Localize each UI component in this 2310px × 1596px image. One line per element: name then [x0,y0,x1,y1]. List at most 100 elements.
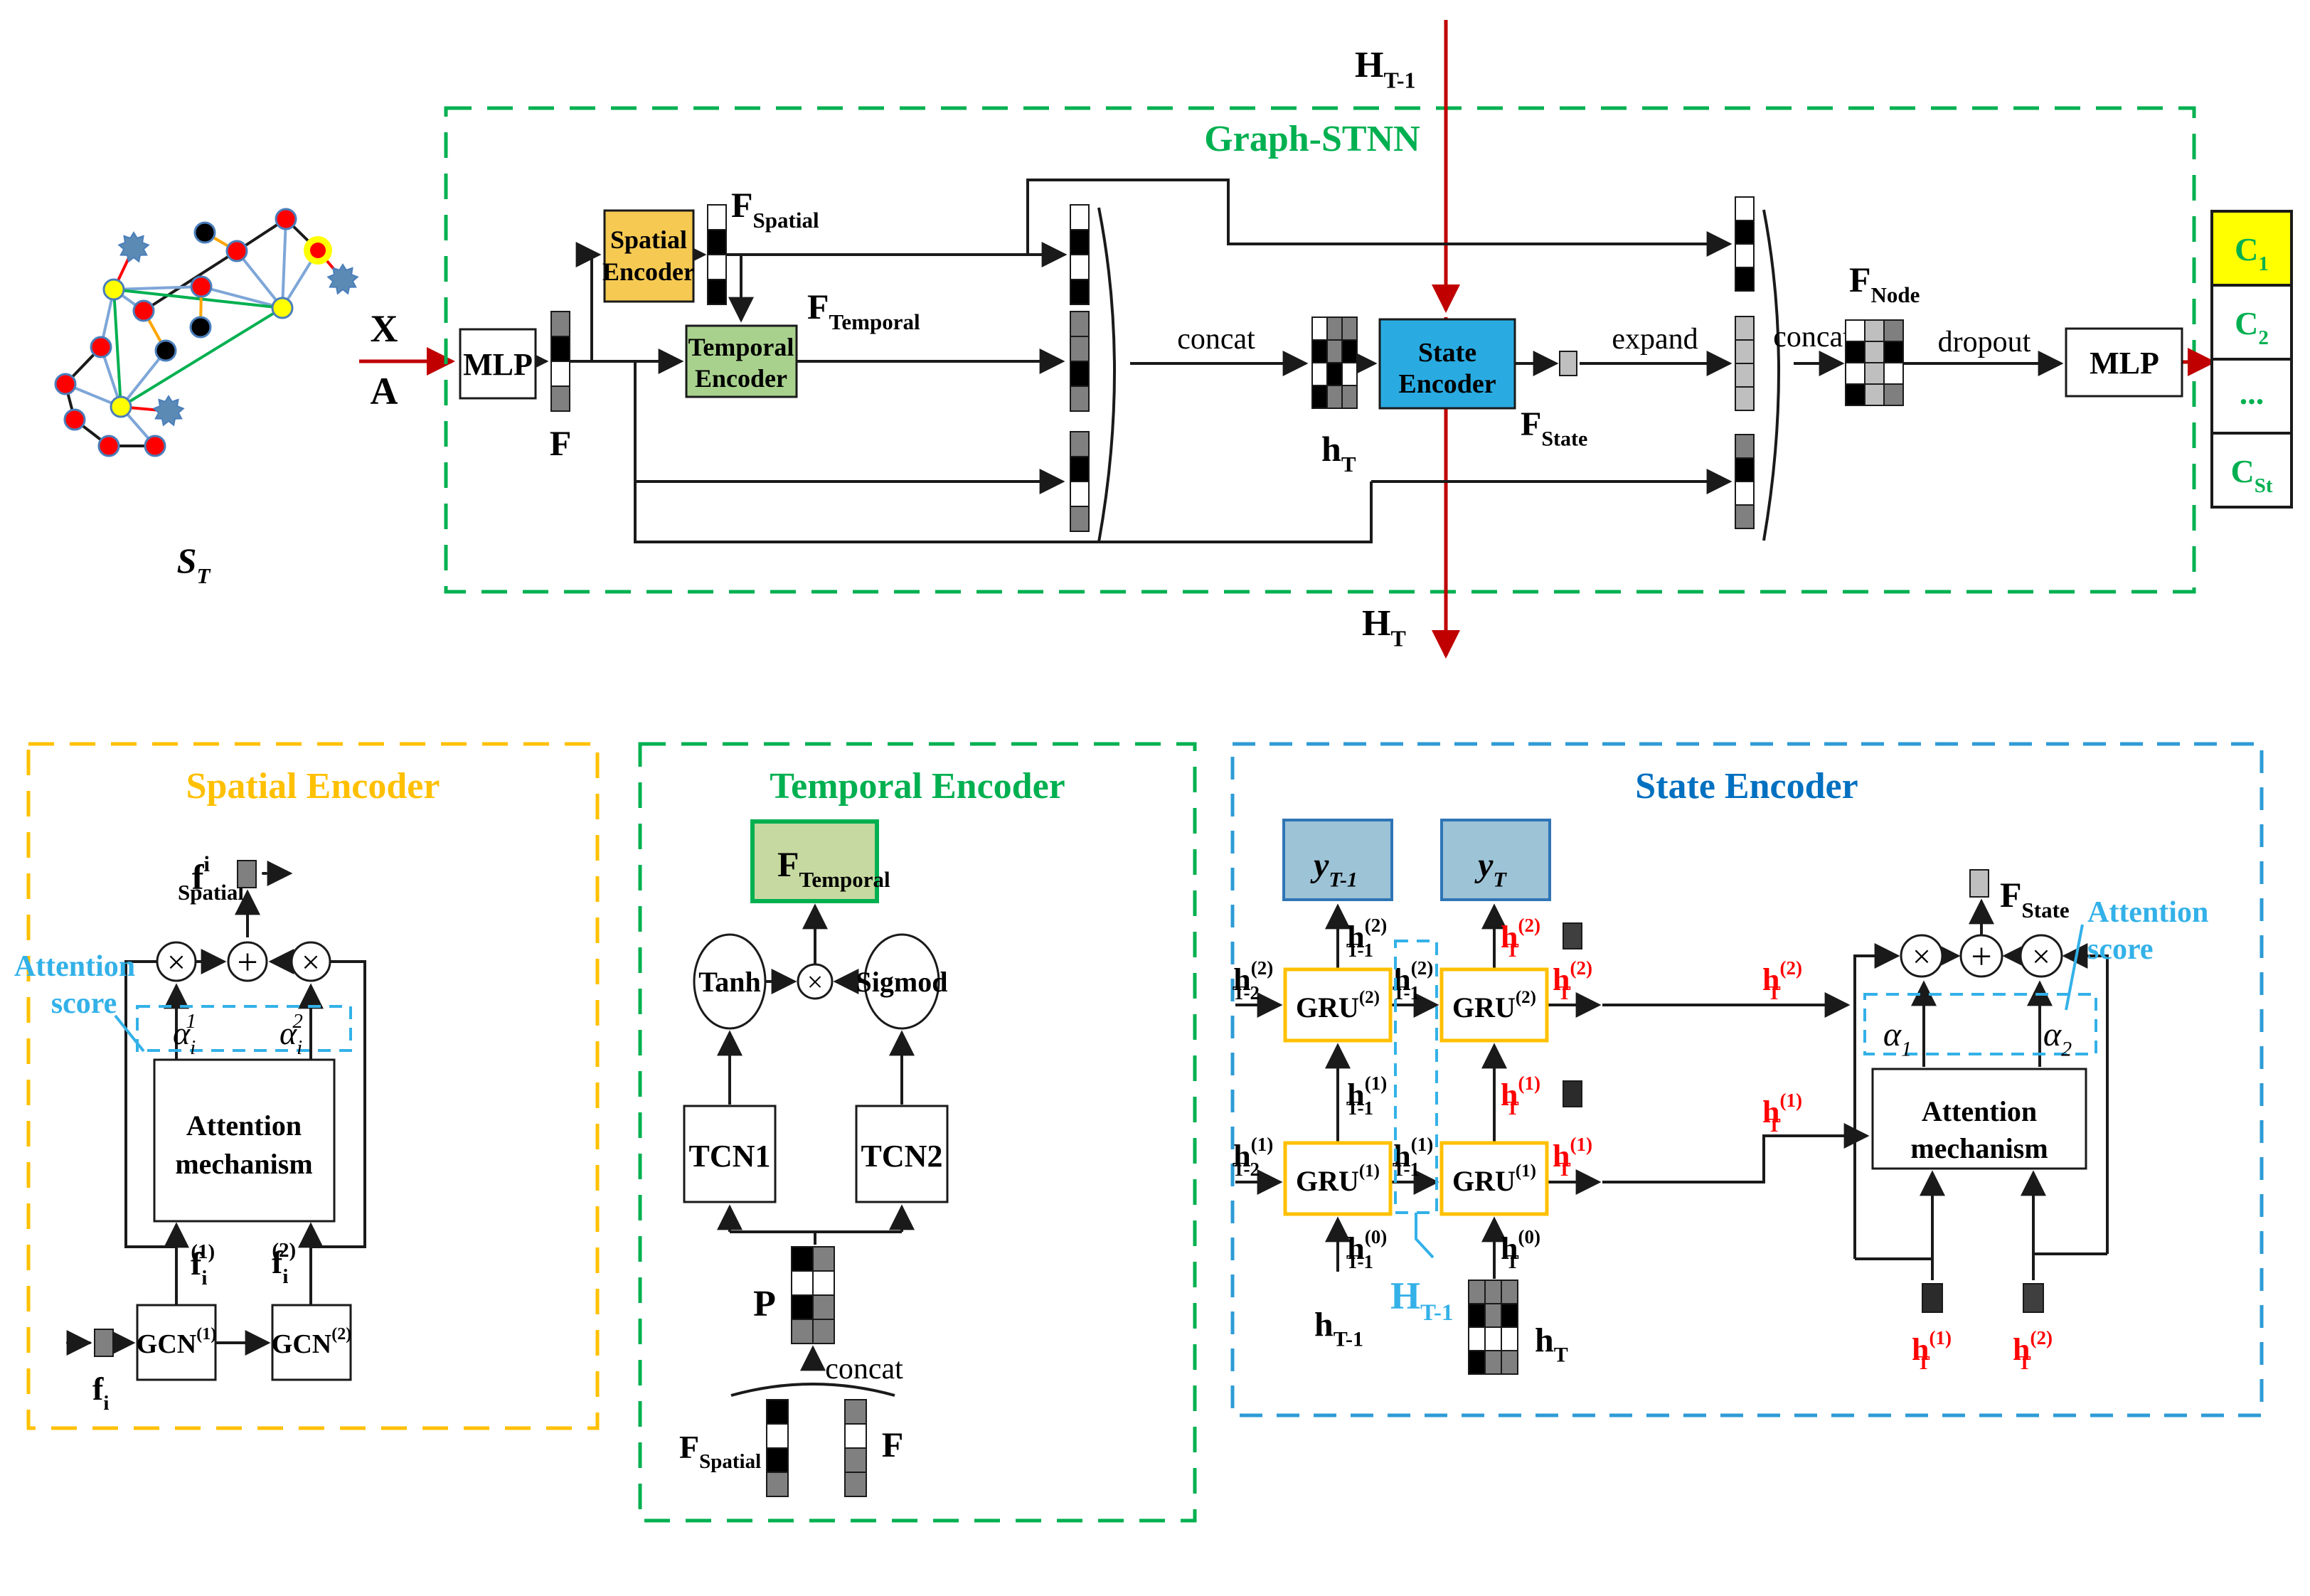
spatial-out-square [237,860,257,888]
temporal-detail-title: Temporal Encoder [770,766,1065,807]
state-attention-mech-line2: mechanism [1910,1132,2048,1164]
class-output-column: C1 C2 ... CSt [2210,210,2293,509]
plus-circle [227,941,268,982]
times-glyph: × [167,944,186,980]
temporal-encoder-line2: Encoder [695,364,787,393]
state-in-square-h1 [1922,1283,1943,1313]
h1-t2-label: h(1)T-2 [1233,1134,1273,1180]
ht1-dashed-group [1394,940,1438,1214]
gru1-right-box [1439,1141,1549,1216]
h1-t-square [1563,1080,1582,1107]
h2-t-out-label: h(2)T [1553,957,1592,1004]
expand-label: expand [1612,323,1698,356]
p-matrix [791,1246,835,1344]
state-alpha1: α1 [1883,1016,1912,1060]
h1-t1-up-label: h(1)T-1 [1346,1073,1387,1119]
plus-glyph: + [237,942,257,983]
st-label: ST [177,541,211,588]
tanh-label: Tanh [698,966,761,998]
f-vector [550,311,570,412]
state-in-square-h2 [2023,1283,2044,1313]
connectors-main [523,179,2216,543]
connectors-temporal [717,903,915,1397]
connectors-state [1235,898,2109,1280]
state-alpha-dashed-box [1863,993,2097,1055]
state-detail-title: State Encoder [1635,766,1858,807]
c1-label: C1 [2235,231,2269,275]
spatial-encoder-line2: Encoder [602,257,695,286]
state-attention-score-line2: score [2087,933,2154,966]
mlp1-label: MLP [463,347,533,382]
spatial-detail-box [26,742,600,1430]
gru2-left-label: GRU(2) [1296,988,1380,1023]
connectors-spatial [66,861,366,1356]
state-multiply-right [2019,934,2063,978]
sigmod-label: Sigmod [856,966,948,998]
x-label: X [371,307,398,350]
spatial-encoder-line1: Spatial [610,225,687,254]
times-glyph: × [302,944,320,980]
h2-t-up-label: h(2)T [1501,915,1540,961]
f-temporal-output-box [750,819,879,903]
fi-label: fi [92,1371,109,1415]
c2-box [2210,284,2293,361]
state-attention-mech-line1: Attention [1922,1095,2037,1127]
state-ht-matrix [1468,1280,1518,1375]
times-glyph: × [807,966,824,998]
rstack-bottom-vector [1735,434,1755,529]
gru2-left-box [1283,967,1393,1043]
temporal-f-spatial-label: FSpatial [679,1429,761,1473]
y-prev-box [1282,819,1393,901]
state-long-h1-label: h(1)T [1762,1090,1802,1136]
state-encoder-line2: Encoder [1398,369,1496,399]
gru2-right-box [1439,967,1549,1043]
h2-t1-mid-label: h(2)T-1 [1393,957,1433,1004]
y-prev-label: yT-1 [1310,846,1358,891]
fi-square [94,1329,114,1357]
p-label: P [753,1284,776,1324]
concat1-label: concat [1177,323,1255,356]
gru1-right-label: GRU(1) [1452,1161,1536,1197]
f-state-label: FState [1521,405,1587,450]
state-plus [1959,934,2003,978]
state-in-h1-label: h(1)T [1912,1327,1952,1373]
tcn1-box [683,1105,777,1203]
h1-t-up-label: h(1)T [1501,1073,1540,1119]
f-node-label: FNode [1849,260,1920,307]
rstack-expand-vector [1735,316,1755,411]
f1-label: fi(1) [191,1240,215,1289]
state-f-state-label: FState [2000,875,2070,922]
plus-glyph: + [1971,937,1991,977]
f-temporal-box-label: FTemporal [777,844,890,892]
gcn1-label: GCN(1) [137,1325,216,1359]
attention-mech-line1: Attention [186,1110,302,1142]
h-cur-label: HT [1362,603,1406,651]
mlp2-box [2065,327,2183,398]
input-graph-st: ST [54,208,359,588]
ht1-callout [1415,1213,1435,1259]
gru1-left-label: GRU(1) [1296,1161,1380,1197]
a-label: A [371,370,398,413]
stack-top-vector [1070,204,1090,305]
rstack-top-vector [1735,196,1755,292]
gcn2-box [271,1304,352,1381]
ht1-group-label: HT-1 [1390,1275,1454,1326]
f-node-matrix [1845,319,1904,406]
temporal-encoder-line1: Temporal [688,333,794,361]
gcn2-label: GCN(2) [272,1325,351,1359]
y-cur-box [1440,819,1551,901]
temporal-detail-box [638,742,1197,1523]
h-prev-label: HT-1 [1355,45,1416,93]
state-long-h2-label: h(2)T [1762,957,1802,1004]
spatial-detail-title: Spatial Encoder [186,766,440,807]
cst-box [2210,432,2293,509]
graph-stnn-title: Graph-STNN [1204,119,1420,159]
state-attention-mech-box [1871,1068,2087,1170]
state-alpha2: α2 [2043,1016,2072,1060]
temporal-f-col [844,1399,867,1497]
attention-mech-line2: mechanism [175,1148,312,1180]
cdots-label: ... [2240,375,2264,411]
state-attention-score-line1: Attention [2087,896,2208,929]
attention-mechanism-box [153,1058,336,1223]
